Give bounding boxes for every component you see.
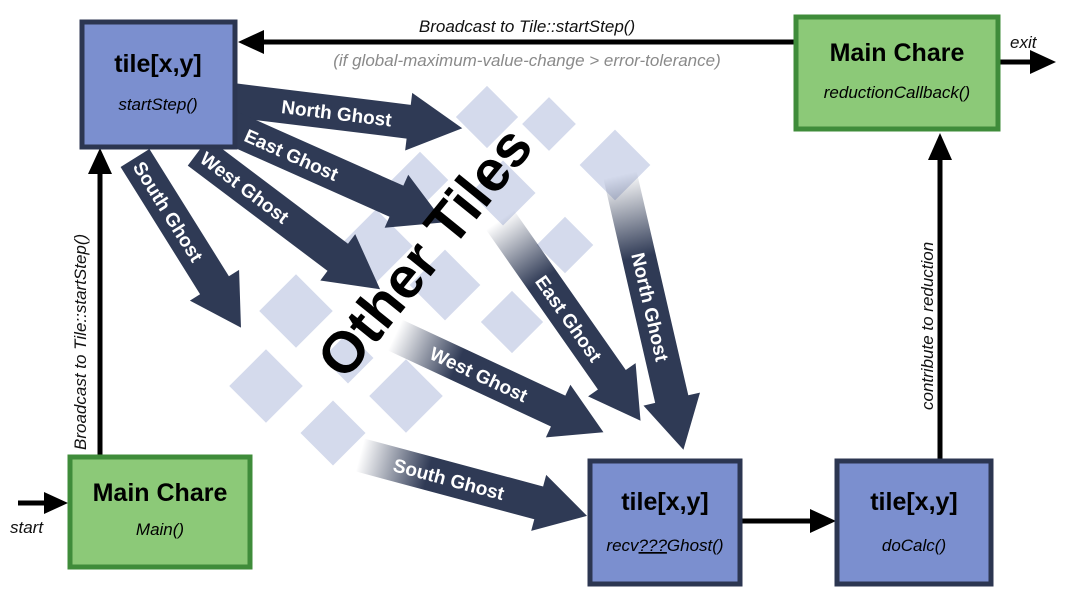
condition-label: (if global-maximum-value-change > error-… xyxy=(333,51,721,70)
contribute-arrowhead xyxy=(928,133,952,160)
exit-arrowhead xyxy=(1030,50,1056,74)
background-tile xyxy=(522,97,576,151)
broadcast-top-label: Broadcast to Tile::startStep() xyxy=(419,17,635,36)
tile-recv-subtitle-suffix: Ghost() xyxy=(667,536,724,555)
background-tile xyxy=(259,274,333,348)
main-chare-top-subtitle: reductionCallback() xyxy=(824,83,970,102)
recv-to-calc-arrowhead xyxy=(810,509,836,533)
tile-recv-subtitle: recv???Ghost() xyxy=(606,536,723,555)
tile-recv-subtitle-placeholder: ??? xyxy=(639,536,668,555)
tile-recv-box: tile[x,y] recv???Ghost() xyxy=(587,458,743,587)
south-ghost-out-label: South Ghost xyxy=(128,158,207,266)
control-flow-arrows xyxy=(18,30,1056,533)
background-tile xyxy=(470,160,536,226)
north-ghost-in-arrow: North Ghost xyxy=(603,171,700,450)
background-tile xyxy=(480,290,544,354)
tile-docalc-title: tile[x,y] xyxy=(870,488,958,516)
tile-recv-title: tile[x,y] xyxy=(621,488,709,516)
main-chare-bottom-box: Main Chare Main() xyxy=(67,454,253,570)
south-ghost-in-arrow: South Ghost xyxy=(355,438,587,531)
start-arrowhead xyxy=(44,492,68,514)
north-ghost-out-arrow: North Ghost xyxy=(229,83,463,151)
background-tile xyxy=(455,85,519,149)
east-ghost-in-label: East Ghost xyxy=(530,272,605,367)
background-tile xyxy=(300,400,366,466)
exit-label: exit xyxy=(1010,33,1038,52)
background-tile xyxy=(229,349,303,423)
main-chare-top-box: Main Chare reductionCallback() xyxy=(793,14,1001,132)
tile-startstep-title: tile[x,y] xyxy=(114,50,202,78)
start-label: start xyxy=(10,518,44,537)
broadcast-left-label: Broadcast to Tile::startStep() xyxy=(71,234,90,450)
broadcast-top-arrowhead xyxy=(238,30,264,54)
tile-docalc-subtitle: doCalc() xyxy=(882,536,946,555)
background-tile xyxy=(369,359,443,433)
main-chare-bottom-subtitle: Main() xyxy=(136,520,184,539)
tile-startstep-box: tile[x,y] startStep() xyxy=(79,19,238,150)
broadcast-left-arrowhead xyxy=(88,148,112,174)
tile-startstep-subtitle: startStep() xyxy=(118,95,197,114)
tile-docalc-box: tile[x,y] doCalc() xyxy=(834,458,994,587)
contribute-label: contribute to reduction xyxy=(918,242,937,410)
main-chare-bottom-title: Main Chare xyxy=(93,479,228,507)
tile-recv-subtitle-prefix: recv xyxy=(606,536,640,555)
main-chare-top-title: Main Chare xyxy=(830,39,965,67)
background-tile xyxy=(409,249,481,321)
